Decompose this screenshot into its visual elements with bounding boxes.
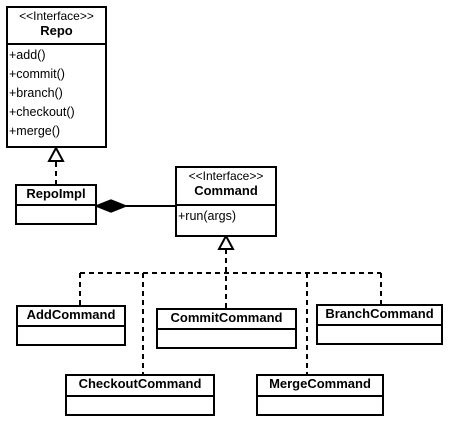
repo-method-checkout: +checkout()	[9, 105, 75, 119]
branchcommand-name-compartment: BranchCommand	[318, 306, 441, 326]
addcommand-name-compartment: AddCommand	[18, 307, 124, 327]
repo-method-merge: +merge()	[9, 124, 61, 138]
addcommand-name: AddCommand	[26, 307, 116, 322]
repo-stereotype: <<Interface>>	[19, 9, 94, 23]
repo-realization-arrowhead	[47, 145, 65, 162]
mergecommand-class-box: MergeCommand	[256, 374, 384, 416]
command-name-compartment: <<Interface>> Command	[177, 168, 275, 206]
command-stereotype: <<Interface>>	[188, 169, 264, 183]
repo-methods-compartment: +add() +commit() +branch() +checkout() +…	[8, 45, 105, 141]
addcommand-class-box: AddCommand	[16, 305, 126, 346]
composition-diamond	[93, 199, 129, 213]
repoimpl-name-compartment: RepoImpl	[17, 186, 95, 206]
command-interface-box: <<Interface>> Command +run(args)	[175, 166, 277, 237]
repo-method-add: +add()	[9, 48, 46, 62]
repoimpl-class-box: RepoImpl	[15, 184, 97, 225]
mergecommand-name: MergeCommand	[269, 376, 371, 391]
command-methods-compartment: +run(args)	[177, 206, 275, 226]
command-method-run: +run(args)	[178, 209, 237, 223]
checkoutcommand-class-box: CheckoutCommand	[65, 374, 215, 416]
checkoutcommand-name: CheckoutCommand	[78, 376, 202, 391]
repo-name-compartment: <<Interface>> Repo	[8, 8, 105, 45]
commitcommand-name: CommitCommand	[170, 310, 283, 325]
mergecommand-name-compartment: MergeCommand	[258, 376, 382, 397]
commitcommand-name-compartment: CommitCommand	[158, 310, 295, 330]
repo-method-commit: +commit()	[9, 67, 65, 81]
repo-interface-box: <<Interface>> Repo +add() +commit() +bra…	[6, 6, 107, 148]
branchcommand-name: BranchCommand	[325, 306, 434, 321]
repoimpl-name: RepoImpl	[26, 186, 86, 201]
repo-name: Repo	[40, 23, 73, 38]
commitcommand-class-box: CommitCommand	[156, 308, 297, 349]
command-realization-arrowhead	[217, 233, 235, 250]
command-name: Command	[194, 183, 258, 198]
branchcommand-class-box: BranchCommand	[316, 304, 443, 345]
checkoutcommand-name-compartment: CheckoutCommand	[67, 376, 213, 397]
repo-method-branch: +branch()	[9, 86, 63, 100]
